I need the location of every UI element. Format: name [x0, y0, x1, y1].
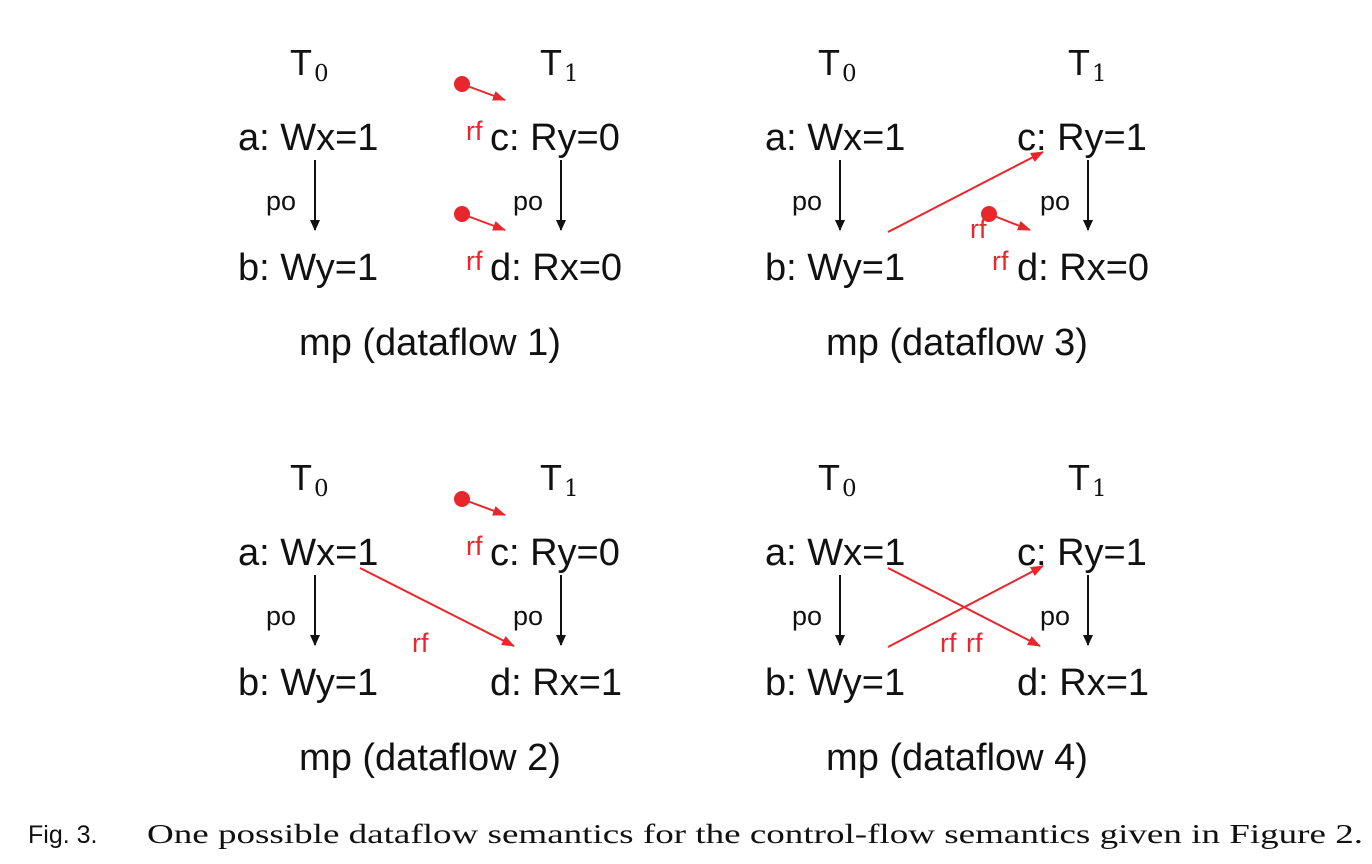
rf-edge-init-d	[461, 213, 506, 231]
rf-label: rf	[466, 531, 483, 561]
event-d: d: Rx=0	[1017, 247, 1149, 289]
rf-label: rf	[966, 628, 983, 658]
panel-caption: mp (dataflow 1)	[299, 322, 561, 364]
rf-edge-a-d	[359, 567, 515, 647]
thread-label-t1: T1	[540, 457, 579, 502]
rf-label: rf	[466, 246, 483, 276]
panel-dataflow-3: T0 T1 a: Wx=1 b: Wy=1 c: Ry=1 d: Rx=0 po…	[765, 42, 1149, 364]
po-label: po	[1040, 186, 1070, 216]
rf-label: rf	[992, 246, 1009, 276]
po-label: po	[266, 186, 296, 216]
panel-caption: mp (dataflow 2)	[299, 737, 561, 779]
po-label: po	[513, 186, 543, 216]
panel-dataflow-2: T0 T1 a: Wx=1 b: Wy=1 c: Ry=0 d: Rx=1 po…	[238, 457, 622, 779]
po-label: po	[266, 601, 296, 631]
thread-label-t0: T0	[290, 42, 329, 87]
thread-label-t1: T1	[540, 42, 579, 87]
figure-caption: Fig. 3. One possible dataflow semantics …	[28, 819, 1363, 849]
event-a: a: Wx=1	[238, 532, 378, 574]
thread-label-t0: T0	[818, 42, 857, 87]
event-a: a: Wx=1	[765, 117, 905, 159]
rf-edge-init-c	[461, 83, 506, 101]
event-a: a: Wx=1	[238, 117, 378, 159]
panel-caption: mp (dataflow 3)	[826, 322, 1088, 364]
rf-label: rf	[940, 628, 957, 658]
rf-edge-init-c	[461, 498, 506, 516]
rf-label: rf	[466, 116, 483, 146]
po-label: po	[1040, 601, 1070, 631]
rf-label: rf	[970, 214, 987, 244]
figure-number: Fig. 3.	[28, 821, 97, 849]
event-a: a: Wx=1	[765, 532, 905, 574]
rf-edge-b-c	[887, 565, 1044, 648]
event-c: c: Ry=1	[1017, 117, 1147, 159]
rf-edge-a-d	[887, 567, 1041, 647]
event-b: b: Wy=1	[765, 662, 905, 704]
thread-label-t1: T1	[1068, 457, 1107, 502]
rf-label: rf	[412, 628, 429, 658]
thread-label-t0: T0	[818, 457, 857, 502]
event-d: d: Rx=0	[490, 247, 622, 289]
po-label: po	[513, 601, 543, 631]
event-d: d: Rx=1	[490, 662, 622, 704]
event-b: b: Wy=1	[238, 247, 378, 289]
po-label: po	[792, 186, 822, 216]
panel-caption: mp (dataflow 4)	[826, 737, 1088, 779]
event-b: b: Wy=1	[765, 247, 905, 289]
event-c: c: Ry=0	[490, 117, 620, 159]
event-c: c: Ry=1	[1017, 532, 1147, 574]
rf-edge-b-c	[887, 151, 1044, 233]
thread-label-t0: T0	[290, 457, 329, 502]
figure-caption-text: One possible dataflow semantics for the …	[147, 819, 1363, 849]
panel-dataflow-4: T0 T1 a: Wx=1 b: Wy=1 c: Ry=1 d: Rx=1 po…	[765, 457, 1149, 779]
panel-dataflow-1: T0 T1 a: Wx=1 b: Wy=1 c: Ry=0 d: Rx=0 po…	[238, 42, 622, 364]
event-d: d: Rx=1	[1017, 662, 1149, 704]
thread-label-t1: T1	[1068, 42, 1107, 87]
event-b: b: Wy=1	[238, 662, 378, 704]
po-label: po	[792, 601, 822, 631]
event-c: c: Ry=0	[490, 532, 620, 574]
rf-edge-init-d	[988, 213, 1031, 231]
